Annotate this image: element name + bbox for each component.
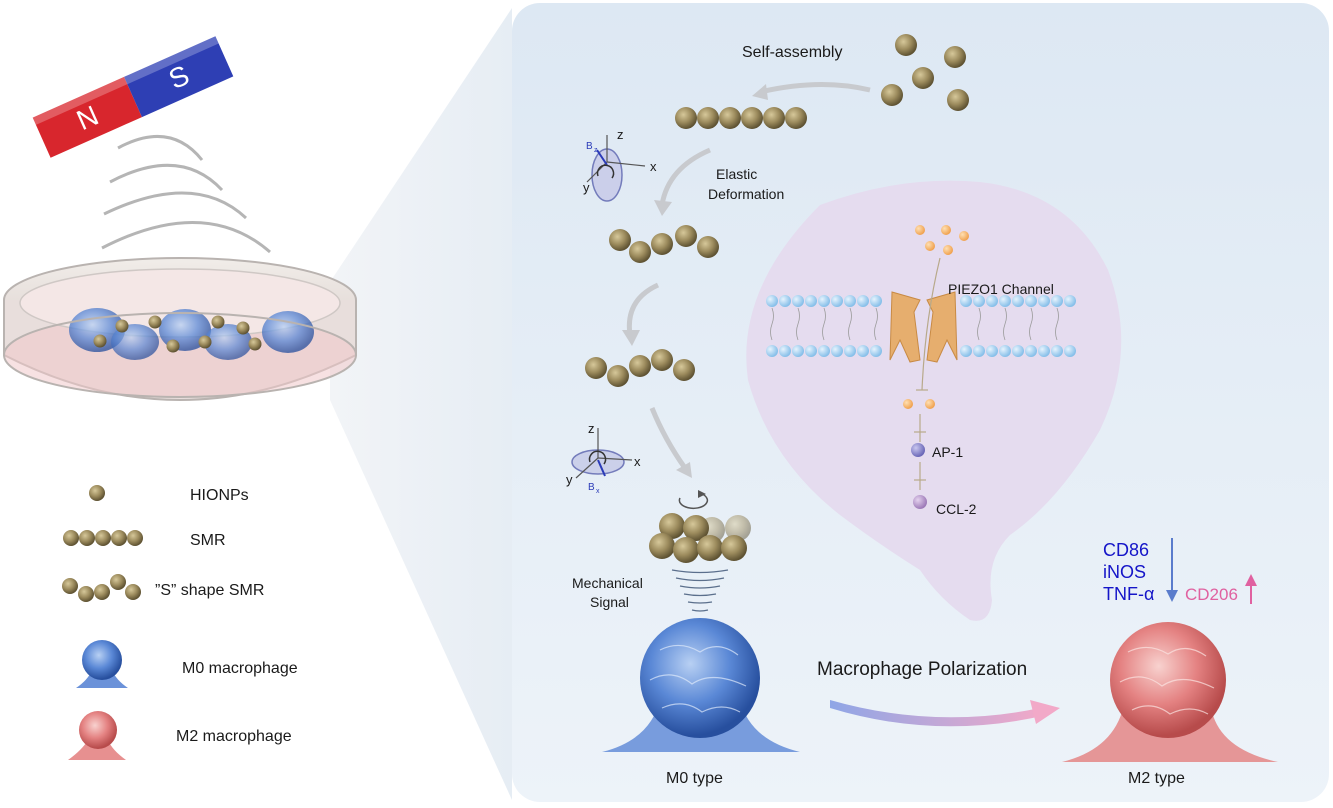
svg-text:z: z — [617, 127, 624, 142]
mechanical-vortex — [671, 569, 729, 612]
single-particle-icon — [89, 485, 105, 501]
rotation-icon — [678, 493, 709, 510]
piezo-channel-label: PIEZO1 Channel — [948, 281, 1054, 297]
mechanical-signal-label-1: Mechanical — [572, 575, 643, 591]
m2-type-label: M2 type — [1128, 770, 1185, 787]
legend-label: M2 macrophage — [176, 728, 292, 745]
smr-wavy-chain-1 — [609, 225, 719, 263]
petri-dish — [3, 257, 357, 401]
marker-upregulated: CD206 — [1185, 574, 1257, 604]
zoom-projection — [330, 8, 512, 800]
legend-label: HIONPs — [190, 487, 249, 504]
deformation-arrow-1 — [659, 147, 711, 206]
legend-label: M0 macrophage — [182, 660, 298, 677]
svg-text:x: x — [634, 454, 641, 469]
straight-chain-icon — [63, 530, 143, 546]
deformation-arrow-3 — [649, 407, 688, 470]
ccl2-label: CCL-2 — [936, 501, 977, 517]
dish-particles — [93, 315, 262, 353]
legend-item-m2: M2 macrophage — [68, 711, 292, 760]
svg-text:z: z — [588, 421, 595, 436]
dish-cells — [69, 308, 314, 360]
self-assembly-arrow — [759, 81, 871, 95]
cell-membrane — [766, 295, 1076, 357]
ap1-icon — [911, 443, 925, 457]
field-axes-icon-1: z x y B z — [583, 127, 657, 202]
red-cell-icon — [68, 711, 126, 760]
m0-type-label: M0 type — [666, 770, 723, 787]
svg-text:B: B — [586, 141, 593, 152]
marker-downregulated: CD86 iNOS TNF-α — [1103, 538, 1178, 604]
legend-item-s-shape-smr: ”S” shape SMR — [62, 574, 264, 602]
deformation-arrow-2 — [626, 282, 660, 336]
legend-label: SMR — [190, 532, 226, 549]
calcium-ions-outside — [915, 225, 969, 255]
m0-macrophage-cell — [602, 618, 800, 752]
calcium-ions-inside — [903, 399, 935, 409]
ion-influx-line — [921, 257, 941, 391]
free-particles — [881, 34, 969, 111]
smr-straight-chain — [675, 107, 807, 129]
marker-inos: iNOS — [1103, 562, 1146, 582]
marker-tnf: TNF-α — [1103, 584, 1154, 604]
elastic-deformation-label-2: Deformation — [708, 186, 784, 202]
s-chain-icon — [62, 574, 141, 602]
svg-text:y: y — [566, 472, 573, 487]
self-assembly-label: Self-assembly — [742, 44, 842, 61]
mechanical-signal-label-2: Signal — [590, 594, 629, 610]
svg-text:z: z — [594, 147, 598, 154]
svg-text:x: x — [596, 488, 600, 495]
magnetic-field-waves — [101, 135, 271, 254]
marker-cd206: CD206 — [1185, 585, 1238, 604]
marker-cd86: CD86 — [1103, 540, 1149, 560]
svg-text:x: x — [650, 159, 657, 174]
svg-text:y: y — [583, 180, 590, 195]
legend-item-smr: SMR — [63, 530, 226, 549]
polarization-label: Macrophage Polarization — [817, 659, 1027, 680]
elastic-deformation-label-1: Elastic — [716, 166, 757, 182]
legend: HIONPs SMR ”S” shape SMR M0 macrophage — [62, 485, 298, 760]
smr-wavy-chain-2 — [585, 349, 695, 387]
legend-item-m0: M0 macrophage — [76, 640, 298, 688]
field-axes-icon-2: z x y B x — [566, 421, 641, 495]
blue-cell-icon — [76, 640, 128, 688]
piezo1-channel-icon — [889, 291, 958, 363]
bar-magnet: N S — [32, 36, 234, 158]
legend-label: ”S” shape SMR — [155, 582, 264, 599]
svg-text:B: B — [588, 482, 595, 493]
m2-macrophage-cell — [1062, 622, 1278, 762]
legend-item-hionps: HIONPs — [89, 485, 249, 504]
ap1-label: AP-1 — [932, 444, 963, 460]
rotating-smr-cluster — [649, 513, 751, 563]
ccl2-icon — [913, 495, 927, 509]
polarization-arrow — [830, 700, 1042, 727]
